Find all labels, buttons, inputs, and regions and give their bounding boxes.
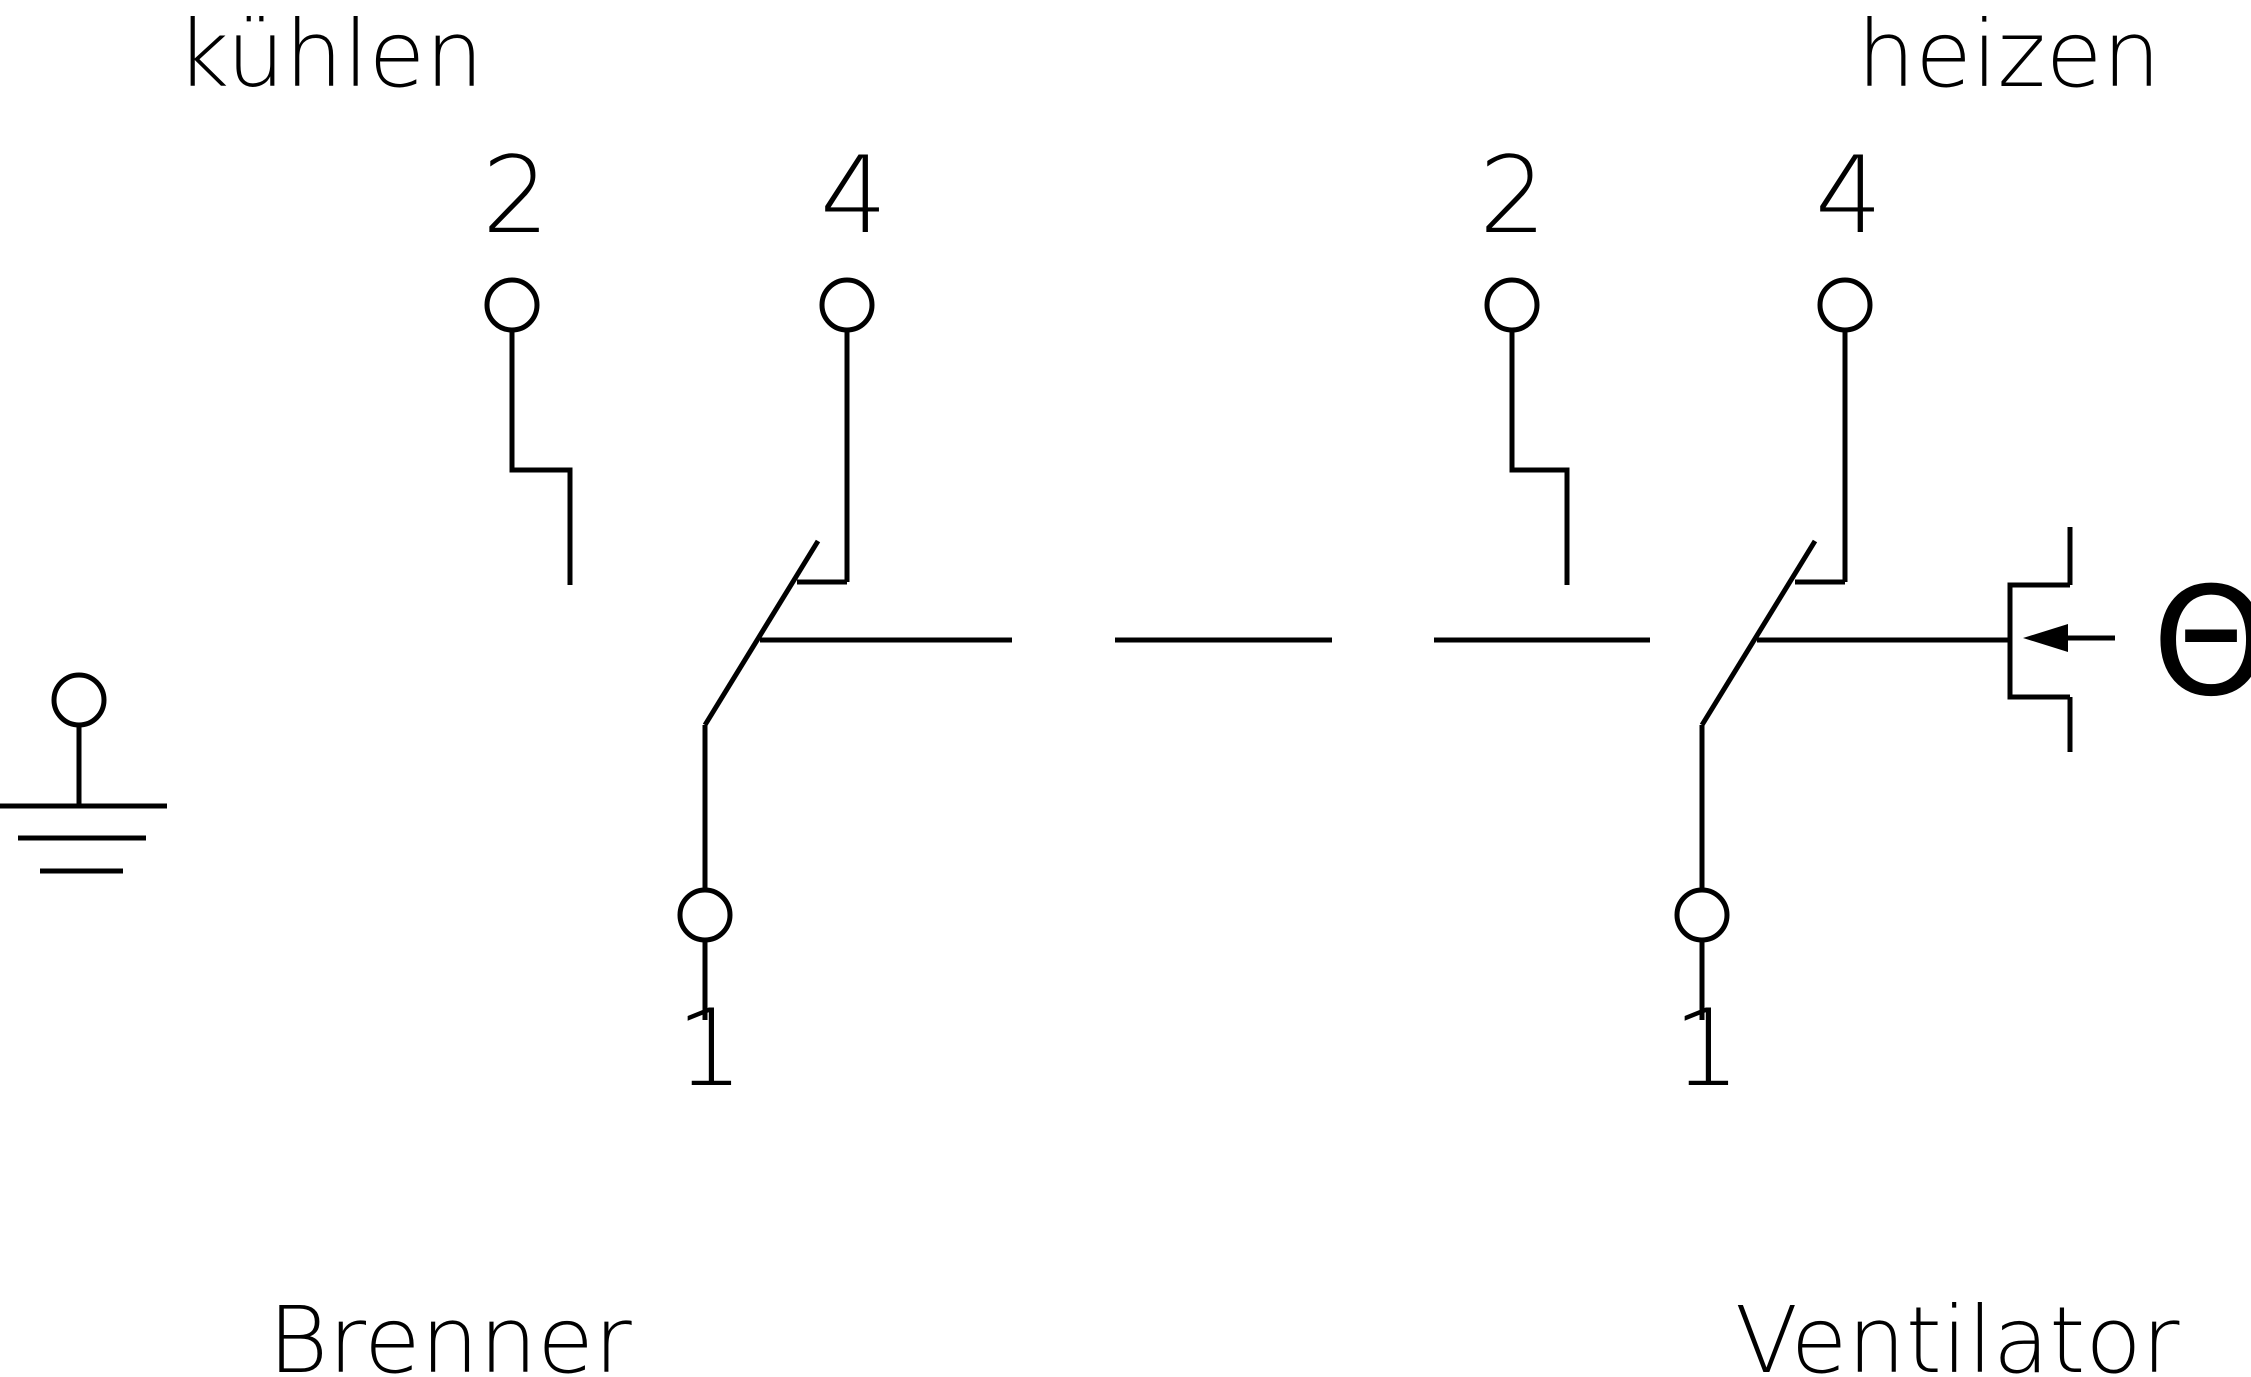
terminal-4-left	[819, 277, 875, 333]
thermal-actuator-symbol	[2007, 527, 2115, 752]
terminal-number-2-left: 2	[482, 134, 549, 257]
terminal-2-right	[1484, 277, 1540, 333]
terminal-1-left	[677, 887, 733, 943]
terminal-number-4-right: 4	[1815, 134, 1882, 257]
label-brenner: Brenner	[268, 1287, 632, 1377]
label-heizen: heizen	[1857, 1, 2161, 108]
ground-terminal	[51, 672, 107, 728]
terminal-number-4-left: 4	[820, 134, 887, 257]
theta-symbol: Θ	[2152, 556, 2251, 730]
label-kuehlen: kühlen	[176, 1, 484, 108]
terminal-2-left	[484, 277, 540, 333]
arrow-head-icon	[2023, 624, 2068, 652]
ground-symbol	[0, 672, 167, 874]
terminal-number-2-right: 2	[1479, 134, 1546, 257]
label-ventilator: Ventilator	[1735, 1287, 2180, 1377]
terminal-1-right	[1674, 887, 1730, 943]
terminal-4-right	[1817, 277, 1873, 333]
changeover-contact-left	[484, 277, 1012, 1020]
terminal-number-1-left: 1	[676, 987, 743, 1110]
terminal-number-1-right: 1	[1673, 987, 1740, 1110]
changeover-contact-right	[1484, 277, 2010, 1020]
